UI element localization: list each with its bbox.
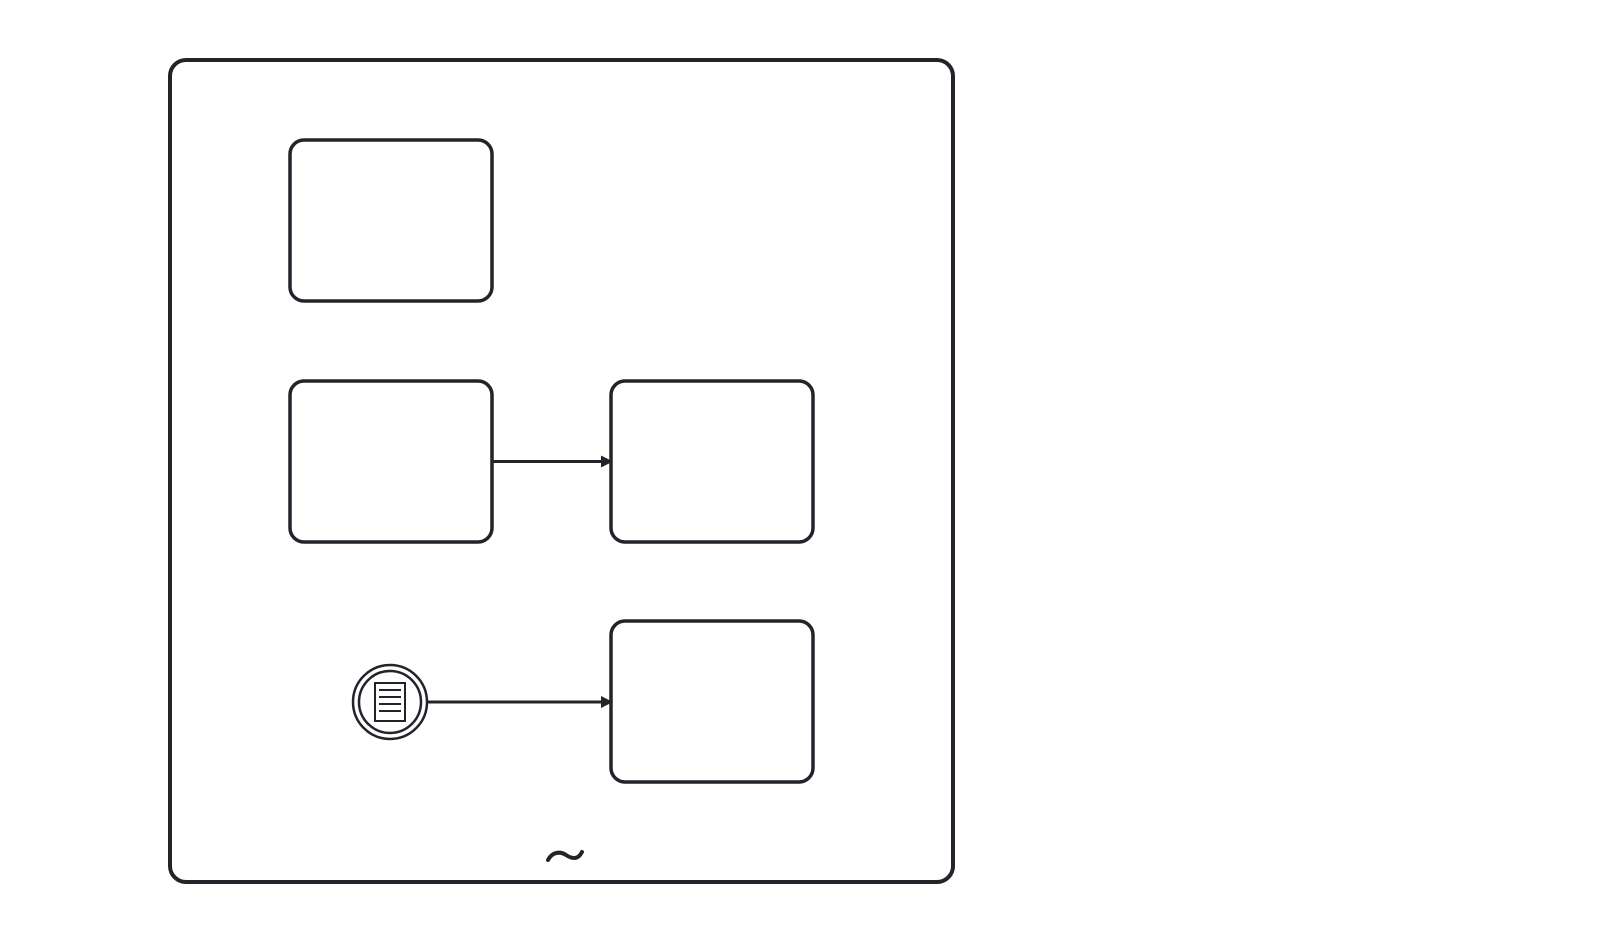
- task-2[interactable]: [288, 379, 494, 544]
- intermediate-conditional-event[interactable]: [351, 663, 429, 741]
- conditional-document-icon: [374, 682, 406, 722]
- task-4[interactable]: [609, 619, 815, 784]
- task-3[interactable]: [609, 379, 815, 544]
- tilde-adhoc-marker-icon: [546, 850, 584, 862]
- task-1[interactable]: [288, 138, 494, 303]
- adhoc-subprocess[interactable]: [168, 58, 955, 884]
